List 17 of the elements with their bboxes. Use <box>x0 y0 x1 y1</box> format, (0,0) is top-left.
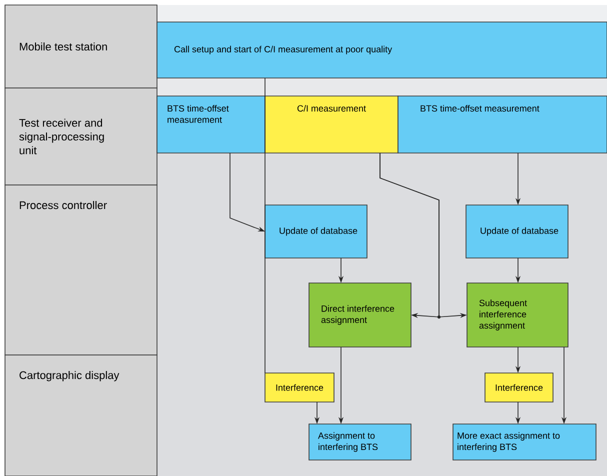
process-box: More exact assignment to interfering BTS <box>452 424 596 460</box>
connector-line <box>264 78 266 374</box>
process-box: Update of database <box>264 204 368 258</box>
process-box: Interference <box>484 372 554 402</box>
process-box: Call setup and start of C/I measurement at poor quality <box>156 22 607 78</box>
process-box: Direct interference assignment <box>308 282 412 348</box>
process-box: Update of database <box>466 204 568 258</box>
process-box: Interference <box>264 372 334 402</box>
process-box: Subsequent interference assignment <box>466 282 568 348</box>
lane-header: Mobile test station <box>4 4 158 88</box>
lane-header: Cartographic display <box>4 354 158 476</box>
process-box: BTS time-offset measurement <box>156 96 266 154</box>
lane-header: Test receiver and signal-processing unit <box>4 88 158 186</box>
process-box: Assignment to interfering BTS <box>308 424 412 460</box>
process-box: C/I measurement <box>264 96 398 154</box>
process-box: BTS time-offset measurement <box>398 96 607 154</box>
lane-header: Process controller <box>4 184 158 356</box>
